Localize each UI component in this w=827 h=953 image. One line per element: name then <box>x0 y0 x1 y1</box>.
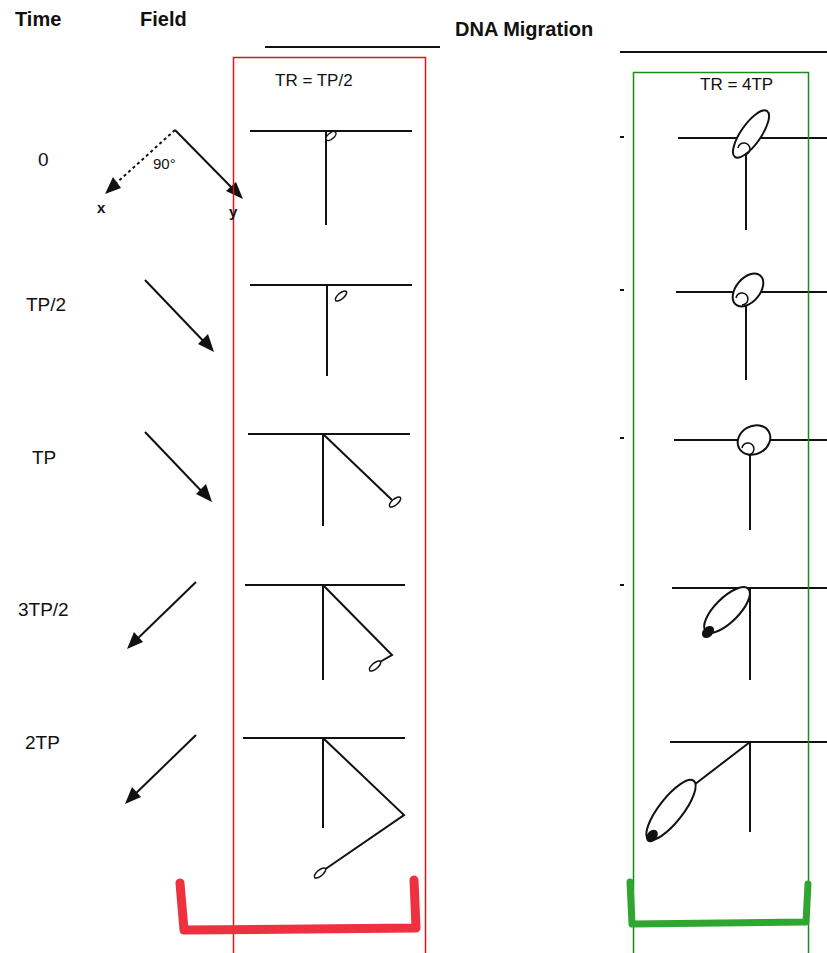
time-label: 0 <box>38 150 49 171</box>
axis-label: y <box>229 204 237 221</box>
column-heading: DNA Migration <box>455 18 593 40</box>
angle-label: 90° <box>153 156 176 173</box>
time-label: TP/2 <box>26 295 66 316</box>
condition-label: TR = TP/2 <box>275 72 353 91</box>
axis-label: x <box>97 200 105 217</box>
column-heading: Field <box>140 8 187 30</box>
time-label: 2TP <box>25 733 60 754</box>
time-label: TP <box>32 448 56 469</box>
condition-label: TR = 4TP <box>700 76 773 95</box>
column-heading: Time <box>15 8 61 30</box>
time-label: 3TP/2 <box>18 600 69 621</box>
